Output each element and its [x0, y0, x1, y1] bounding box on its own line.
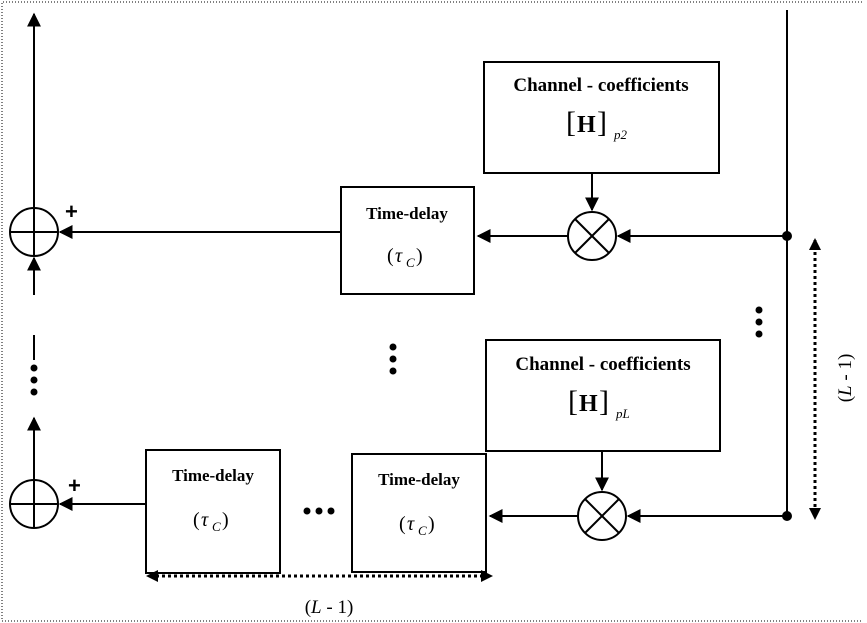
svg-text:[: [	[568, 385, 578, 418]
delay-box-upper: Time-delay ( τ C )	[340, 186, 475, 295]
svg-text:(: (	[193, 509, 200, 531]
upper-adder-sign: +	[65, 199, 78, 224]
horizontal-ellipsis	[303, 507, 335, 515]
svg-text:C: C	[212, 519, 221, 534]
top-coefficient-block: Channel - coefficients [ H ] p2	[483, 61, 720, 174]
lower-adder	[9, 479, 59, 529]
top-bracket-right: ]	[597, 106, 607, 139]
delay-upper-sub: C	[406, 255, 415, 270]
top-block-title: Channel - coefficients	[513, 75, 688, 96]
middle-ellipsis	[389, 343, 397, 375]
bottom-matrix-subscript: pL	[615, 406, 630, 421]
svg-text:C: C	[418, 523, 427, 538]
vertical-span-label: (L - 1)	[835, 354, 856, 403]
lower-adder-sign: +	[68, 473, 81, 498]
upper-adder	[9, 207, 59, 257]
delay-box-lower-right: Time-delay ( τ C )	[351, 453, 487, 573]
left-ellipsis	[30, 364, 38, 396]
top-bracket-left: [	[566, 106, 576, 139]
delay-box-lower-left: Time-delay ( τ C )	[145, 449, 281, 574]
top-multiplier	[567, 211, 617, 261]
svg-text:]: ]	[599, 385, 609, 418]
svg-text:): )	[428, 513, 435, 535]
horizontal-span-label: (L - 1)	[305, 597, 354, 618]
delay-lower-right-title: Time-delay	[378, 470, 460, 489]
delay-upper-tau: τ	[395, 245, 403, 267]
svg-text:): )	[222, 509, 229, 531]
bottom-block-title: Channel - coefficients	[515, 354, 690, 375]
svg-text:(: (	[387, 245, 394, 267]
svg-text:): )	[416, 245, 423, 267]
delay-lower-left-title: Time-delay	[172, 466, 254, 485]
bottom-matrix-symbol: H	[579, 391, 598, 417]
bottom-multiplier	[577, 491, 627, 541]
right-ellipsis	[755, 306, 763, 338]
svg-text:τ: τ	[201, 509, 209, 531]
bottom-coefficient-block: Channel - coefficients [ H ] pL	[485, 339, 721, 452]
svg-text:τ: τ	[407, 513, 415, 535]
top-matrix-symbol: H	[577, 112, 596, 138]
top-matrix-subscript: p2	[613, 127, 628, 142]
svg-text:(: (	[399, 513, 406, 535]
delay-upper-title: Time-delay	[366, 204, 448, 223]
